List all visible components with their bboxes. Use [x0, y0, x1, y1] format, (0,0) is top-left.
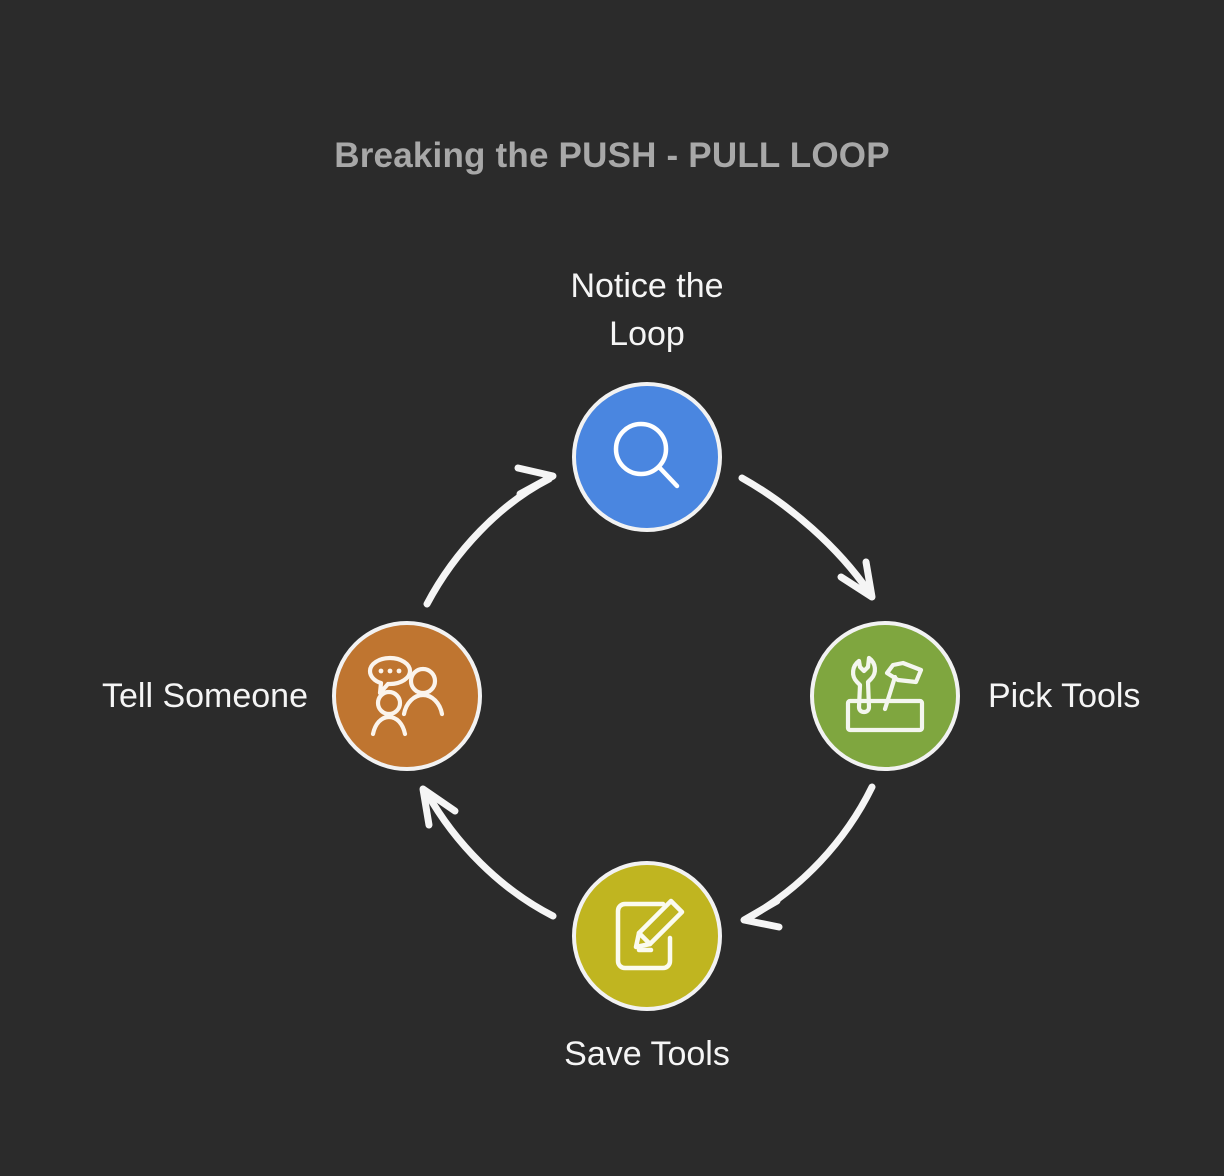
- cycle-node-save-tools[interactable]: [572, 861, 722, 1011]
- cycle-node-tell-someone[interactable]: [332, 621, 482, 771]
- node-label-save-tools: Save Tools: [564, 1035, 730, 1073]
- arrow-notice-to-pick: [738, 474, 876, 601]
- magnifier-icon: [601, 411, 693, 503]
- cycle-node-pick-tools[interactable]: [810, 621, 960, 771]
- node-label-notice-the-loop: Notice the Loop: [570, 267, 724, 354]
- cycle-node-notice-the-loop[interactable]: [572, 382, 722, 532]
- people-speech-bubble-icon: [360, 651, 454, 741]
- arrow-tell-to-notice: [423, 464, 557, 608]
- page-title: Breaking the PUSH - PULL LOOP: [334, 136, 890, 175]
- node-label-tell-someone: Tell Someone: [101, 677, 308, 715]
- notepad-pencil-icon: [601, 890, 693, 982]
- node-label-pick-tools: Pick Tools: [988, 677, 1141, 715]
- arrow-pick-to-save: [740, 783, 876, 931]
- toolbox-icon: [837, 651, 933, 741]
- arrow-save-to-tell: [419, 785, 557, 920]
